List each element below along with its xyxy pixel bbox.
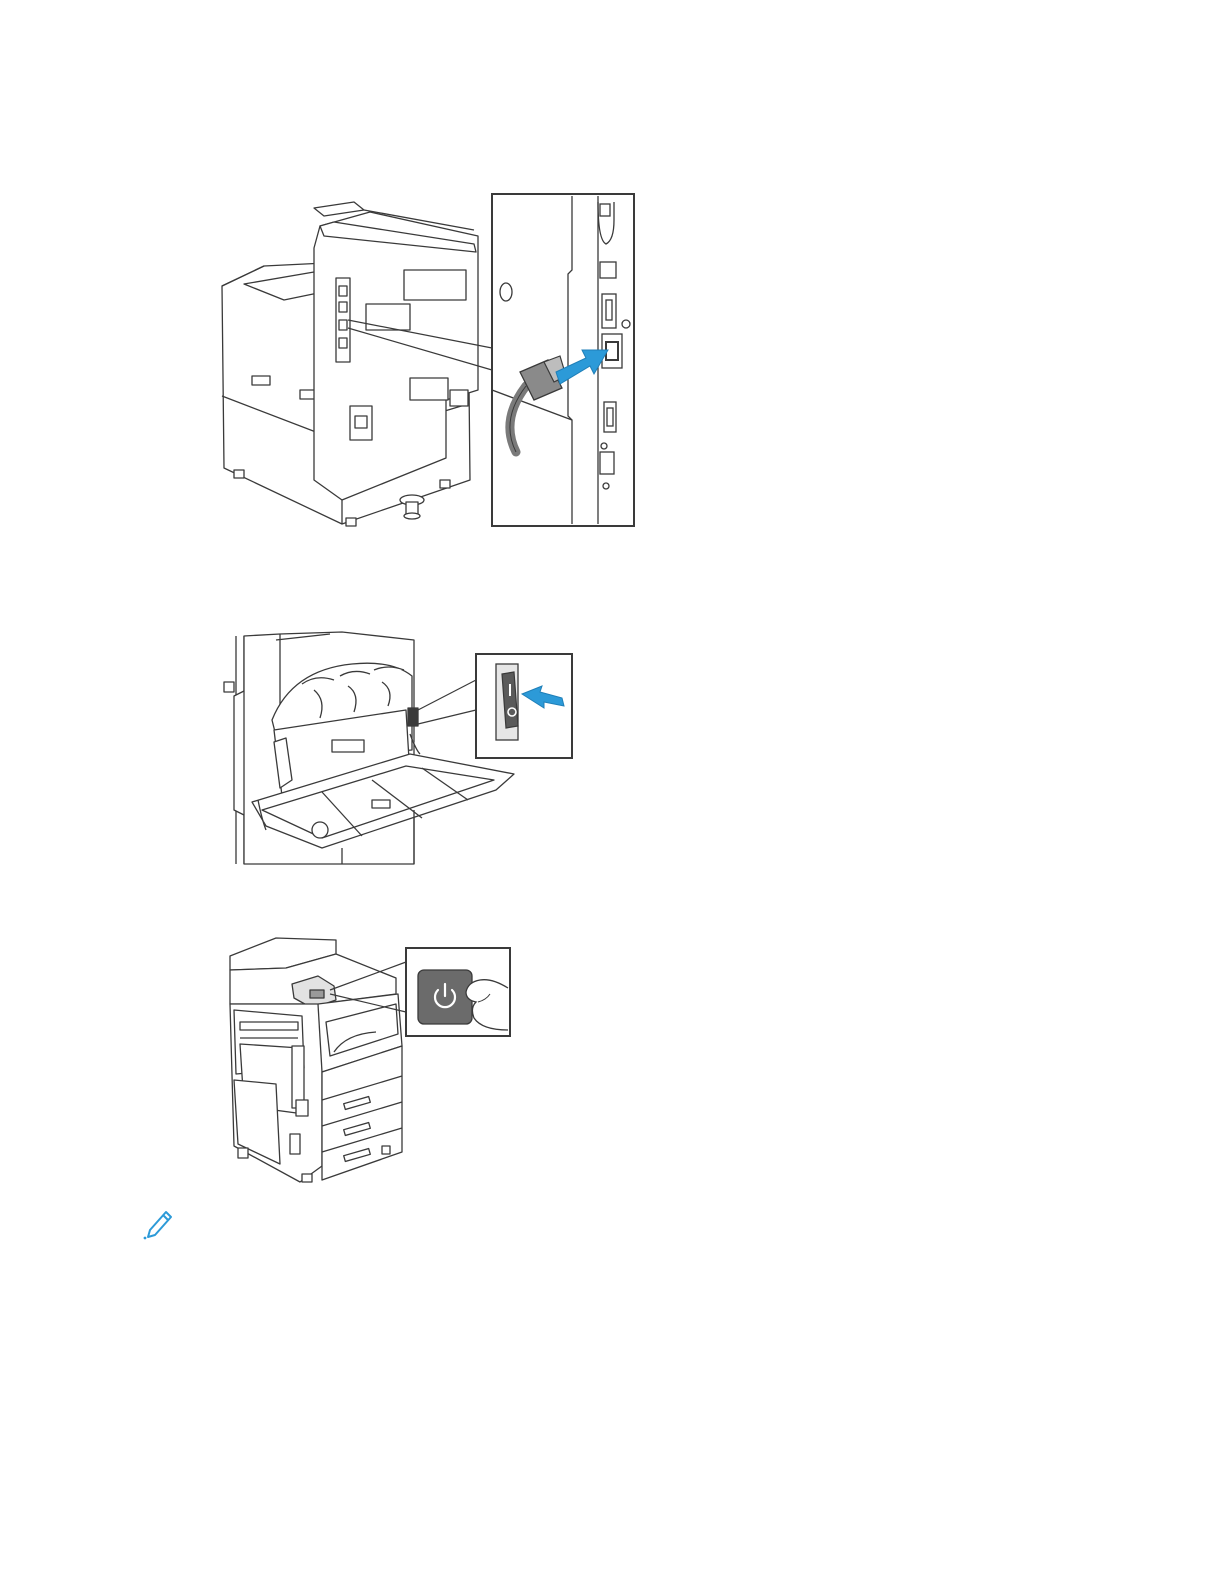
printer-power-button-illustration: [226, 934, 514, 1186]
power-switch-figure: [222, 630, 578, 868]
printer-rear-illustration: [214, 190, 638, 530]
network-cable-figure: [214, 190, 638, 530]
power-button-figure: [226, 934, 514, 1186]
printer-front-door-illustration: [222, 630, 578, 868]
pencil-note-icon: [140, 1204, 176, 1240]
pencil-icon: [140, 1204, 176, 1240]
